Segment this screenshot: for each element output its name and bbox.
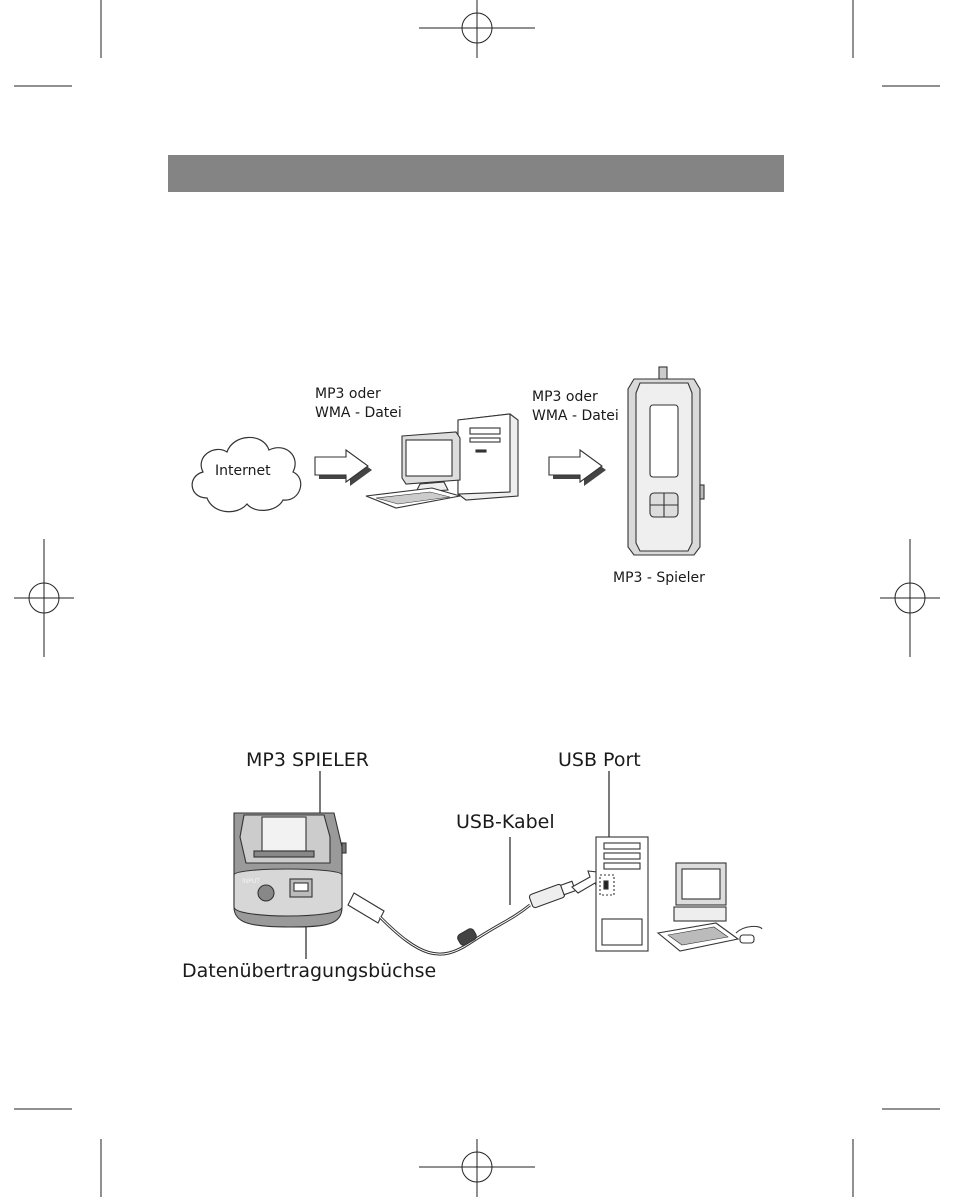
desktop-computer-icon (592, 833, 782, 955)
transfer-label-2-line1: MP3 oder (532, 388, 598, 406)
transfer-label-2-line2: WMA - Datei (532, 407, 619, 425)
internet-label: Internet (215, 462, 271, 480)
transfer-label-1-line1: MP3 oder (315, 385, 381, 403)
download-flow-diagram: Internet MP3 oder WMA - Datei MP3 o (180, 420, 740, 600)
usb-cable-icon (330, 865, 600, 965)
usb-connection-diagram: MP3 SPIELER USB Port USB-Kabel Datenüber… (180, 745, 780, 985)
registration-mark-icon (880, 539, 940, 657)
registration-mark-icon (14, 539, 74, 657)
arrow-right-icon (548, 450, 610, 488)
device-panel-text: INPUT (242, 878, 260, 885)
registration-mark-icon (419, 1139, 535, 1197)
section-header-bar (168, 155, 784, 192)
desktop-computer-icon (362, 404, 532, 514)
registration-mark-icon (419, 0, 535, 58)
mp3-player-icon (620, 365, 710, 560)
mp3-player-caption: MP3 - Spieler (613, 569, 705, 587)
